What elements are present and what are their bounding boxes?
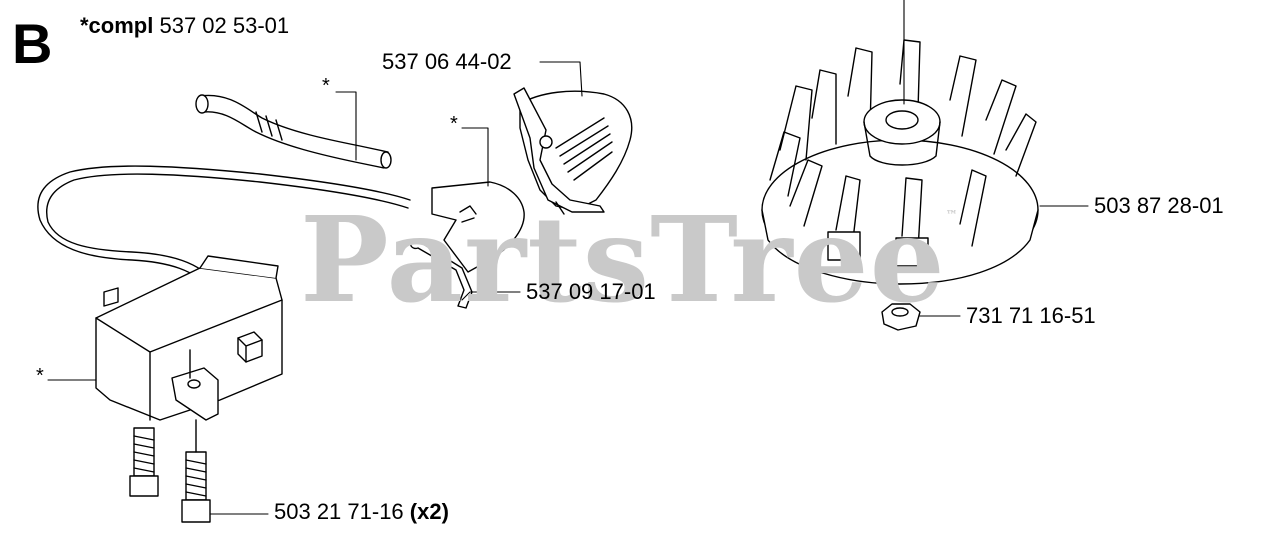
kit-marker-fuel-hose: * <box>322 75 330 97</box>
shroud <box>513 87 633 215</box>
callout-nut[interactable]: 731 71 16-51 <box>966 303 1096 328</box>
watermark-text: PartsTree <box>300 190 946 329</box>
callout-spring[interactable]: 537 09 17-01 <box>526 279 656 304</box>
kit-number: 537 02 53-01 <box>159 13 290 38</box>
screw-part-number: 503 21 71-16 <box>274 499 404 524</box>
section-letter: B <box>12 12 53 75</box>
ignition-wire <box>37 165 411 291</box>
flywheel-nut <box>881 303 921 331</box>
deflector-plate <box>431 181 525 273</box>
leader-lines <box>47 0 1089 515</box>
ignition-module <box>95 255 283 421</box>
callout-flywheel[interactable]: 503 87 28-01 <box>1094 193 1224 218</box>
kit-marker-ignition-module: * <box>36 365 44 387</box>
kit-prefix: *compl <box>80 13 154 38</box>
flywheel <box>761 39 1039 285</box>
module-screws <box>129 419 211 523</box>
callout-screw[interactable]: 503 21 71-16 (x2) <box>274 500 449 524</box>
kit-marker-plate: * <box>450 113 458 135</box>
callout-shroud[interactable]: 537 06 44-02 <box>382 49 512 74</box>
kit-title: *compl 537 02 53-01 <box>80 13 289 39</box>
trademark-mark: ™ <box>945 208 959 222</box>
watermark: PartsTree™ <box>300 190 959 329</box>
fuel-hose <box>195 94 392 169</box>
screw-quantity: (x2) <box>409 499 449 524</box>
